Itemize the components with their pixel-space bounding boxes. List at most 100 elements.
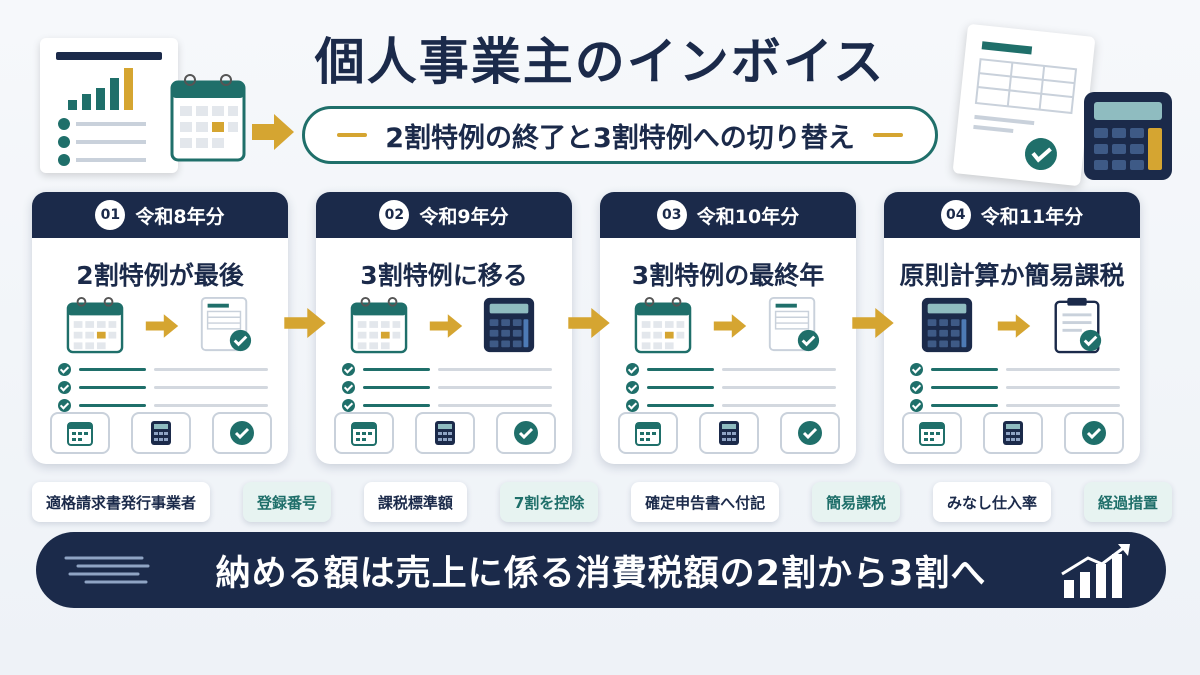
check-icon [342, 380, 355, 394]
step-number: 02 [379, 200, 410, 230]
checklist-item [626, 396, 836, 414]
check-icon [342, 398, 355, 412]
check-icon [626, 380, 639, 394]
step-title: 2割特例が最後 [76, 261, 244, 290]
keyword-chip: 確定申告書へ付記 [631, 482, 780, 522]
step-icon-row [902, 412, 1124, 454]
step-header: 04 令和11年分 [884, 192, 1140, 238]
checklist-item [342, 360, 552, 378]
step-title: 3割特例の最終年 [631, 261, 825, 290]
checklist [910, 360, 1120, 414]
calculator-icon [415, 412, 475, 454]
keyword-chip: 登録番号 [242, 482, 331, 522]
calculator-icon [483, 297, 535, 353]
calendar-icon [170, 72, 246, 166]
arrow-right-icon [282, 303, 328, 347]
step-icon-row [334, 412, 556, 454]
subtitle-text: 2割特例の終了と3割特例への切り替え [385, 122, 855, 154]
keyword-chip: 適格請求書発行事業者 [32, 482, 211, 522]
keyword-chip: 簡易課税 [812, 482, 901, 522]
check-icon [910, 398, 923, 412]
document-check-icon [768, 296, 821, 353]
dash-decoration [337, 133, 368, 137]
check-icon [626, 362, 639, 376]
checklist-item [910, 378, 1120, 396]
calculator-icon [699, 412, 759, 454]
step-period: 令和11年分 [980, 205, 1084, 228]
checklist-item [626, 378, 836, 396]
step-illustration [316, 296, 572, 356]
summary-banner: 納める額は売上に係る消費税額の2割から3割へ [36, 532, 1166, 608]
step-icon-row [50, 412, 272, 454]
step-card: 01 令和8年分 2割特例が最後 [32, 192, 288, 464]
check-circle-icon [496, 412, 556, 454]
step-title: 3割特例に移る [360, 261, 528, 290]
step-card: 02 令和9年分 3割特例に移る [316, 192, 572, 464]
checklist-item [342, 378, 552, 396]
calendar-icon [350, 296, 408, 354]
invoice-document-illustration [952, 23, 1096, 187]
calendar-icon [634, 296, 692, 354]
step-header: 02 令和9年分 [316, 192, 572, 238]
step-illustration [884, 296, 1140, 356]
keyword-chip: 7割を控除 [499, 482, 599, 522]
calendar-icon [50, 412, 110, 454]
step-title: 原則計算か簡易課税 [899, 261, 1125, 290]
calendar-icon [902, 412, 962, 454]
calendar-icon [66, 296, 124, 354]
check-icon [58, 398, 71, 412]
dash-decoration [872, 133, 903, 137]
check-circle-icon [212, 412, 272, 454]
checklist-item [910, 396, 1120, 414]
check-icon [910, 362, 923, 376]
checklist-item [342, 396, 552, 414]
check-icon [58, 362, 71, 376]
clipboard-check-icon [1054, 296, 1103, 354]
speed-lines-decoration [62, 552, 152, 592]
check-icon [342, 362, 355, 376]
arrow-right-icon [566, 303, 612, 347]
step-icon-row [618, 412, 840, 454]
step-period: 令和8年分 [135, 205, 225, 228]
arrow-right-icon [250, 112, 296, 156]
calculator-icon [983, 412, 1043, 454]
calculator-icon [921, 297, 973, 353]
report-document-illustration [40, 38, 178, 173]
keyword-chip: みなし仕入率 [933, 482, 1052, 522]
page-title: 個人事業主のインボイス [314, 33, 886, 91]
step-number: 03 [656, 200, 687, 230]
check-icon [910, 380, 923, 394]
document-check-icon [200, 296, 253, 353]
growth-chart-icon [1058, 540, 1134, 604]
check-circle-icon [1064, 412, 1124, 454]
subtitle-banner: 2割特例の終了と3割特例への切り替え [302, 106, 938, 164]
step-period: 令和9年分 [419, 205, 509, 228]
step-card: 04 令和11年分 原則計算か簡易課税 [884, 192, 1140, 464]
checklist-item [626, 360, 836, 378]
calculator-icon [1080, 88, 1176, 188]
step-period: 令和10年分 [696, 205, 800, 228]
step-header: 01 令和8年分 [32, 192, 288, 238]
checklist [626, 360, 836, 414]
arrow-right-icon [850, 303, 896, 347]
step-card: 03 令和10年分 3割特例の最終年 [600, 192, 856, 464]
step-illustration [32, 296, 288, 356]
checklist-item [58, 378, 268, 396]
arrow-right-icon [997, 314, 1031, 338]
step-header: 03 令和10年分 [600, 192, 856, 238]
calendar-icon [334, 412, 394, 454]
keyword-chip: 経過措置 [1083, 482, 1172, 522]
step-illustration [600, 296, 856, 356]
checklist-item [58, 396, 268, 414]
check-icon [626, 398, 639, 412]
check-icon [58, 380, 71, 394]
check-circle-icon [780, 412, 840, 454]
arrow-right-icon [713, 314, 747, 338]
summary-text: 納める額は売上に係る消費税額の2割から3割へ [215, 553, 987, 594]
arrow-right-icon [145, 314, 179, 338]
arrow-right-icon [429, 314, 463, 338]
checklist-item [910, 360, 1120, 378]
calendar-icon [618, 412, 678, 454]
checklist [58, 360, 268, 414]
